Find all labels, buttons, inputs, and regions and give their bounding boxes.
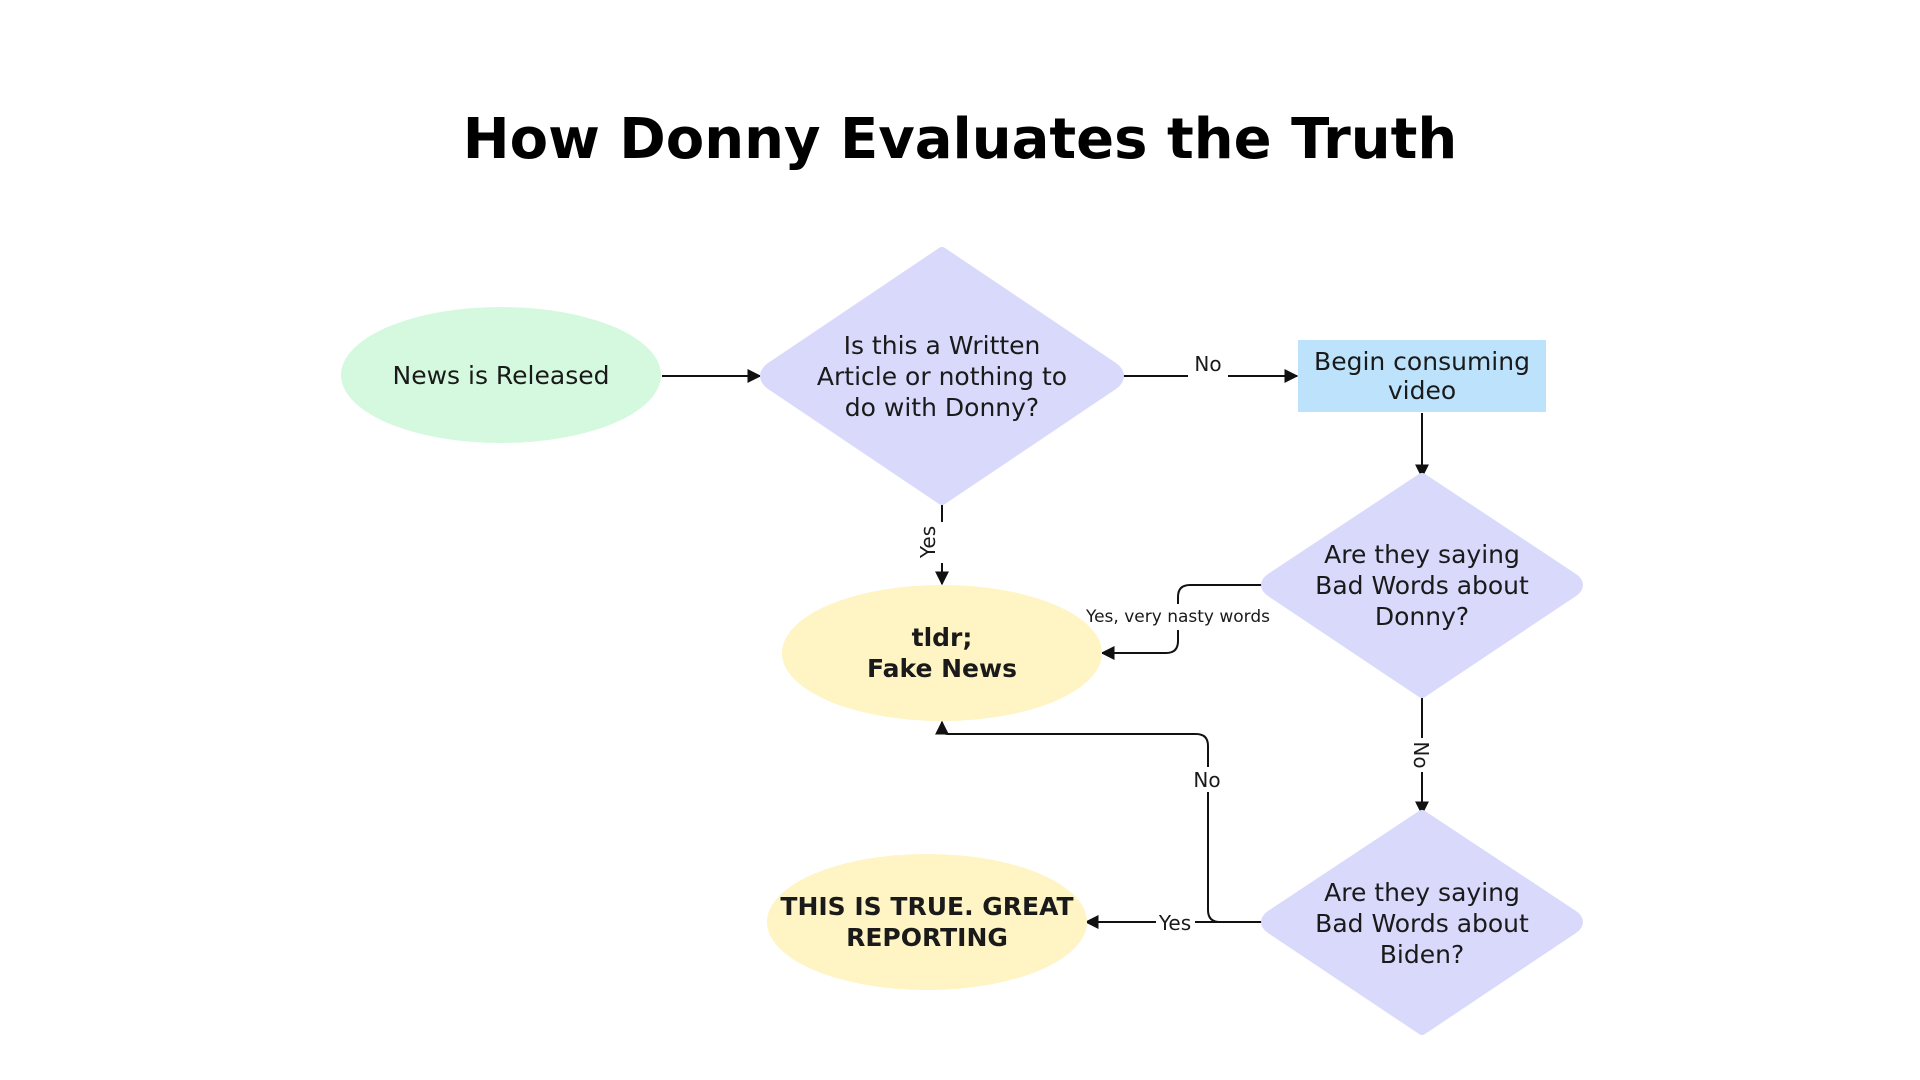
edge-label-no-video: No [1194,352,1221,376]
node-bad-words-donny-line1: Are they saying [1324,540,1520,569]
node-true-reporting: THIS IS TRUE. GREAT REPORTING [767,854,1087,990]
node-bad-words-biden: Are they saying Bad Words about Biden? [1261,810,1583,1035]
node-news-released-label: News is Released [393,361,610,390]
node-begin-video-line1: Begin consuming [1314,347,1530,376]
node-written-article: Is this a Written Article or nothing to … [760,247,1124,505]
node-bad-words-biden-line1: Are they saying [1324,878,1520,907]
node-news-released: News is Released [341,307,661,443]
node-bad-words-donny-line3: Donny? [1375,602,1469,631]
node-begin-video-line2: video [1388,376,1456,405]
edge-label-no-biden: No [1409,741,1433,768]
node-written-article-line3: do with Donny? [845,393,1039,422]
diagram-title: How Donny Evaluates the Truth [463,107,1458,172]
node-true-reporting-line1: THIS IS TRUE. GREAT [780,892,1073,921]
node-bad-words-biden-line2: Bad Words about [1315,909,1529,938]
edge-label-yes-fake: Yes [916,526,940,559]
node-fake-news-line2: Fake News [867,654,1017,683]
node-fake-news: tldr; Fake News [782,585,1102,721]
node-bad-words-donny: Are they saying Bad Words about Donny? [1261,473,1583,698]
node-bad-words-donny-line2: Bad Words about [1315,571,1529,600]
edge-donny-to-fake-part2 [1100,630,1179,660]
node-begin-video: Begin consuming video [1298,340,1546,412]
node-written-article-line2: Article or nothing to [817,362,1067,391]
node-written-article-line1: Is this a Written [844,331,1041,360]
edge-label-yes-nasty: Yes, very nasty words [1085,607,1270,627]
edge-biden-to-fake-part2 [935,720,1209,767]
edge-donny-to-fake-part1 [1177,584,1263,604]
edge-label-yes-true: Yes [1158,911,1191,935]
node-bad-words-biden-line3: Biden? [1380,940,1464,969]
node-true-reporting-line2: REPORTING [846,923,1008,952]
node-fake-news-line1: tldr; [912,623,973,652]
edge-label-no-fake: No [1193,768,1220,792]
edge-biden-to-fake-part1 [1207,792,1263,923]
